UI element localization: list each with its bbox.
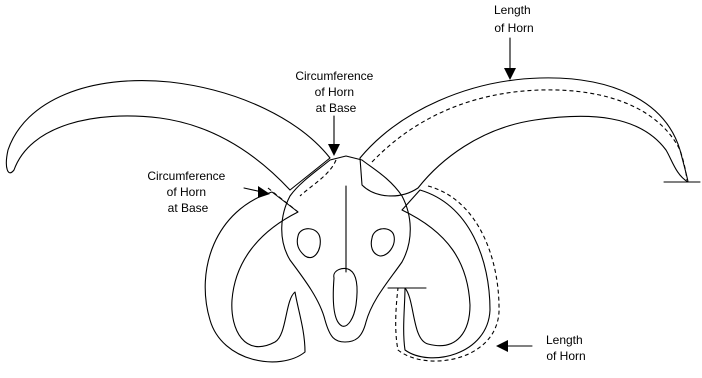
left-curl <box>205 192 305 362</box>
label-length-bottom: Length of Horn <box>546 333 586 363</box>
left-eye-socket <box>297 229 320 258</box>
arrow-length-top <box>504 38 516 80</box>
arrow-circ-center <box>328 116 340 156</box>
right-curl-length-line <box>396 186 499 361</box>
right-curl <box>402 190 490 358</box>
label-circumference-left: Circumference of Horn at Base <box>147 169 228 215</box>
label-length-top: Length of Horn <box>494 3 534 35</box>
nasal-opening <box>333 268 357 326</box>
label-circumference-center: Circumference of Horn at Base <box>295 69 376 115</box>
arrow-length-bottom <box>496 340 532 352</box>
arrow-circ-left <box>244 186 270 198</box>
right-horn-length-line <box>372 90 687 180</box>
right-eye-socket <box>371 229 394 256</box>
right-horn <box>360 78 688 196</box>
